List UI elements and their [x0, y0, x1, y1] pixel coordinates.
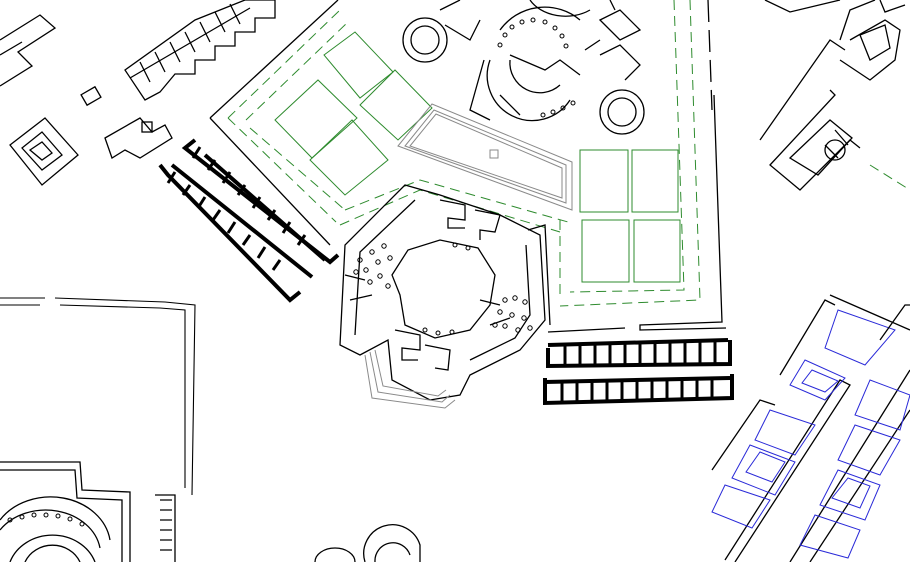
garden-enclosure [209, 0, 727, 333]
grid-block-top [124, 0, 276, 101]
rotunda-bottom [314, 524, 421, 562]
reflecting-pool [397, 103, 573, 211]
colonnade-left [158, 138, 340, 303]
garden-beds [274, 31, 681, 283]
colonnade-right [543, 338, 734, 406]
building-top-right [759, 0, 910, 191]
building-top-left [0, 14, 57, 87]
octagonal-palace [339, 184, 546, 409]
rotunda-top [402, 0, 645, 135]
east-wall [527, 224, 551, 326]
housing-blocks [711, 294, 910, 562]
building-bottom-left [0, 297, 196, 562]
small-pavilions [9, 85, 173, 186]
